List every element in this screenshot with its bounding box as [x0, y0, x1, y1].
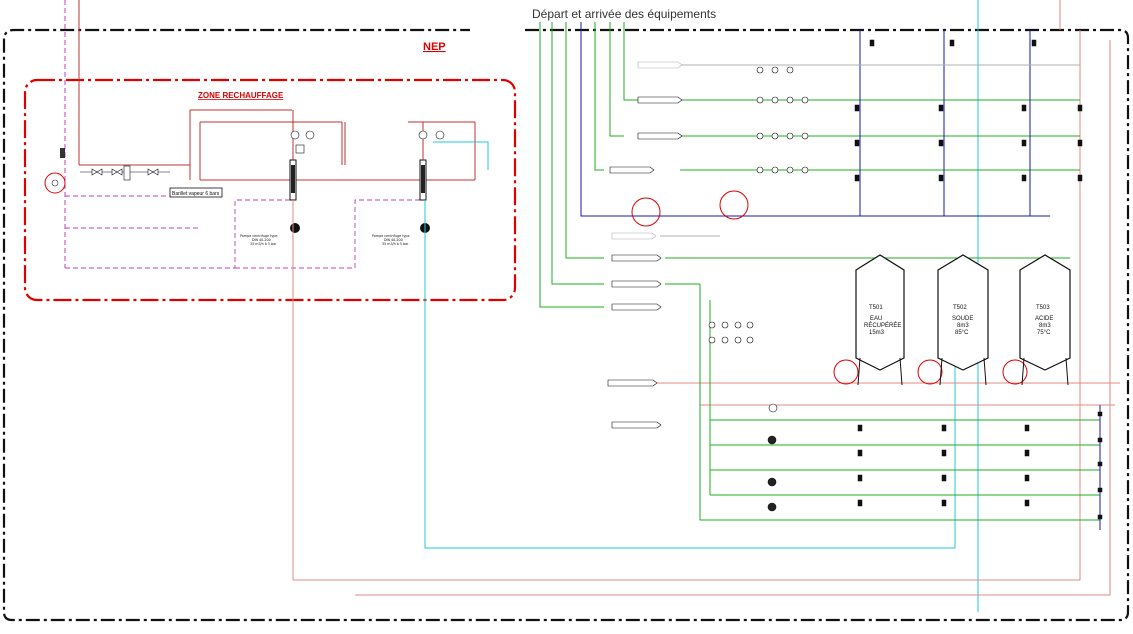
- steam-header-box: [169, 187, 223, 198]
- meter-circle-left: [44, 172, 66, 194]
- heat-exchanger-2: [418, 122, 445, 233]
- right-pumps: [767, 403, 778, 512]
- tank-group: T501 EAU RÉCUPÉRÉE 15m3 T502 SOUDE 8m3 8…: [855, 254, 1071, 386]
- tank-t503-line2: 8m3: [1039, 323, 1051, 329]
- tank-t501-line1: EAU: [870, 316, 882, 322]
- tank-t503-tag: T503: [1036, 305, 1050, 311]
- nep-title: NEP: [423, 41, 446, 53]
- pump-left-b-desc3: 35 m3/h à 5 bar: [382, 242, 409, 246]
- pump-left-b-desc1: Pompe centrifuge type: [372, 234, 410, 238]
- tank-t503-line1: ACIDE: [1035, 316, 1053, 322]
- tank-t503-line3: 75°C: [1037, 330, 1051, 336]
- purple-loop-lines: [65, 195, 420, 269]
- tank-t501-line3: 15m3: [869, 330, 885, 336]
- line-tags: [607, 61, 683, 429]
- nep-boundary: [2, 28, 1130, 622]
- tank-t502: T502 SOUDE 8m3 85°C: [937, 254, 989, 386]
- tank-t501: T501 EAU RÉCUPÉRÉE 15m3: [855, 254, 905, 386]
- tank-t502-line2: 8m3: [957, 323, 969, 329]
- pump-left-b-desc2: DIN 40-200: [384, 238, 403, 242]
- tank-t501-line2: RÉCUPÉRÉE: [864, 322, 901, 329]
- salmon-return-lines: [293, 0, 1120, 596]
- valve-marker: [60, 148, 65, 158]
- pump-left-a-desc1: Pompe centrifuge type: [240, 234, 278, 238]
- tank-t502-line1: SOUDE: [952, 316, 973, 322]
- zone-rechauffage-title: ZONE RECHAUFFAGE: [198, 91, 284, 100]
- top-caption: Départ et arrivée des équipements: [532, 7, 716, 21]
- tank-t502-line3: 85°C: [955, 330, 969, 336]
- blue-lines: [580, 22, 1101, 530]
- pump-left-a-desc3: 35 m3/h à 5 bar: [250, 242, 277, 246]
- valve-glyphs: [854, 39, 1103, 520]
- tank-t501-tag: T501: [869, 305, 883, 311]
- tank-t502-tag: T502: [953, 305, 967, 311]
- steam-valve-row: [80, 165, 170, 181]
- steam-header-label: Barillet vapeur 6 bars: [172, 191, 220, 197]
- pump-left-a-desc2: DIN 40-200: [252, 238, 271, 242]
- instrument-circles: [631, 190, 1028, 385]
- zone-rechauffage-boundary: [23, 78, 517, 302]
- heat-exchanger-1: [289, 110, 315, 580]
- green-supply-lines: [539, 22, 1100, 521]
- tank-t503: T503 ACIDE 8m3 75°C: [1019, 254, 1071, 386]
- header-instruments: [708, 66, 809, 344]
